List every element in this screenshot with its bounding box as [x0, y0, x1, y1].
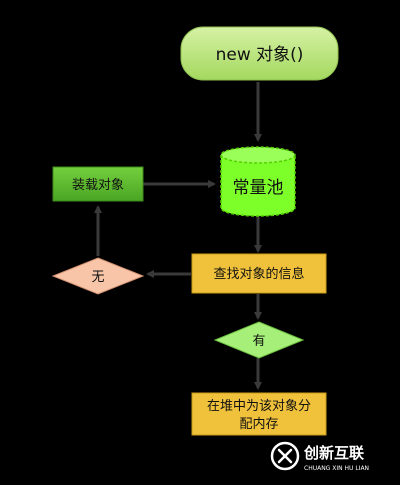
start-node: new 对象(): [180, 26, 339, 81]
watermark-logo-icon: [270, 441, 300, 471]
yes-decision-label: 有: [252, 334, 265, 349]
watermark-subtitle: CHUANG XIN HU LIAN: [304, 465, 369, 472]
watermark: 创新互联 CHUANG XIN HU LIAN: [270, 441, 369, 472]
no-decision-label: 无: [91, 270, 104, 285]
constant-pool-node: 常量池: [220, 146, 296, 217]
allocate-memory-label-line2: 配内存: [239, 416, 278, 432]
watermark-name: 创新互联: [303, 444, 365, 462]
yes-decision-node: 有: [213, 321, 305, 359]
allocate-memory-node: 在堆中为该对象分 配内存: [191, 392, 327, 436]
find-info-node: 查找对象的信息: [191, 253, 327, 294]
no-decision-node: 无: [51, 257, 145, 295]
load-object-node: 装载对象: [52, 166, 144, 202]
constant-pool-label: 常量池: [233, 178, 284, 198]
allocate-memory-label-line1: 在堆中为该对象分: [207, 399, 311, 414]
load-object-label: 装载对象: [72, 178, 124, 193]
start-node-label: new 对象(): [216, 45, 304, 65]
find-info-label: 查找对象的信息: [213, 266, 304, 282]
